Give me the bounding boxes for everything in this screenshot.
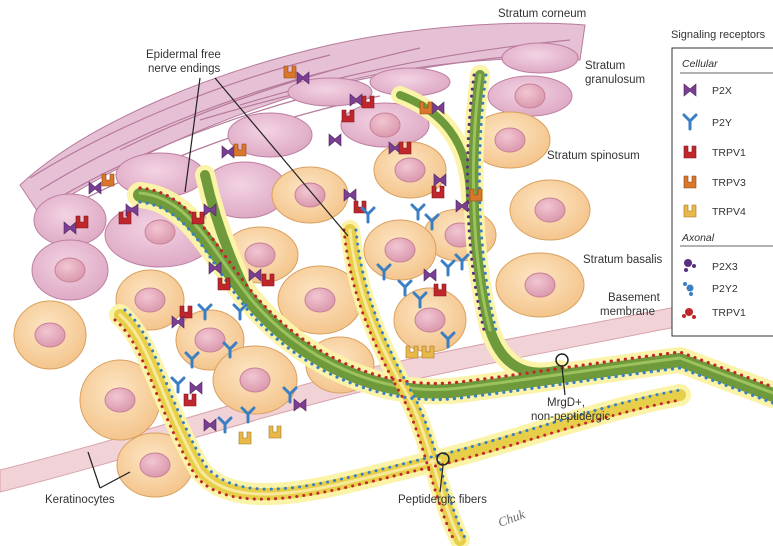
legend-label: TRPV1 bbox=[712, 307, 746, 319]
stratum-corneum-label: Stratum corneum bbox=[498, 8, 586, 20]
legend-cellular-heading: Cellular bbox=[682, 58, 718, 70]
legend-axonal-heading: Axonal bbox=[681, 232, 715, 244]
mrgd-label-2: non-peptidergic bbox=[531, 411, 611, 423]
stratum-granulosum-label: Stratum bbox=[585, 60, 625, 72]
keratinocyte bbox=[14, 301, 86, 369]
basement-membrane-label: Basement bbox=[608, 292, 661, 304]
legend-item-trpv4: TRPV4 bbox=[684, 205, 746, 218]
keratinocyte bbox=[213, 346, 297, 414]
legend-label: P2X bbox=[712, 85, 732, 97]
peptidergic-label: Peptidergic fibers bbox=[398, 494, 487, 506]
mrgd-label: MrgD+, bbox=[547, 397, 585, 409]
keratinocyte bbox=[272, 167, 348, 223]
epidermal-label-2: nerve endings bbox=[148, 63, 220, 75]
stratum-basalis-label: Stratum basalis bbox=[583, 254, 663, 266]
legend-label: P2X3 bbox=[712, 261, 738, 273]
stratum-granulosum-label-2: granulosum bbox=[585, 74, 645, 86]
keratinocytes-label: Keratinocytes bbox=[45, 494, 115, 506]
keratinocyte bbox=[394, 288, 466, 352]
legend-label: TRPV4 bbox=[712, 206, 746, 218]
legend-panel: Signaling receptors Cellular P2X P2Y TRP… bbox=[671, 29, 773, 336]
legend-item-trpv1: TRPV1 bbox=[684, 146, 746, 159]
legend-label: TRPV1 bbox=[712, 147, 746, 159]
legend-label: P2Y bbox=[712, 117, 732, 129]
legend-title: Signaling receptors bbox=[671, 29, 766, 41]
legend-label: P2Y2 bbox=[712, 283, 738, 295]
keratinocyte bbox=[496, 253, 584, 317]
legend-label: TRPV3 bbox=[712, 177, 746, 189]
stratum-spinosum-label: Stratum spinosum bbox=[547, 150, 640, 162]
artist-signature: Chuk bbox=[496, 506, 527, 530]
legend-item-trpv3: TRPV3 bbox=[684, 176, 746, 189]
keratinocyte bbox=[510, 180, 590, 240]
basement-membrane-label-2: membrane bbox=[600, 306, 655, 318]
epidermal-label: Epidermal free bbox=[146, 49, 221, 61]
